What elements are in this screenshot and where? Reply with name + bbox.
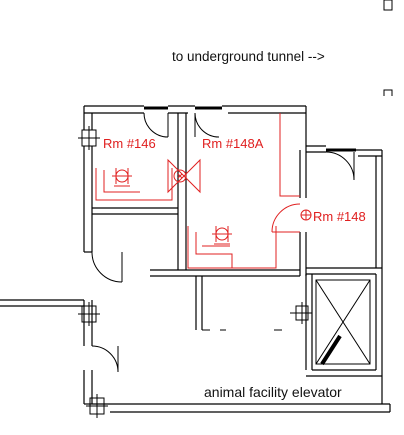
room-label-148: Rm #148 <box>313 209 366 224</box>
building-walls <box>0 105 391 413</box>
corner-marker <box>383 0 393 11</box>
room-label-146: Rm #146 <box>103 136 156 151</box>
tunnel-note: to underground tunnel --> <box>172 49 325 64</box>
corner-marker-2 <box>383 89 393 96</box>
column-symbols <box>78 126 312 418</box>
doors <box>91 112 355 373</box>
elevator-label: animal facility elevator <box>204 384 342 400</box>
room-label-148a: Rm #148A <box>202 136 264 151</box>
elevator-shaft <box>315 279 371 366</box>
red-annotations <box>95 113 312 269</box>
